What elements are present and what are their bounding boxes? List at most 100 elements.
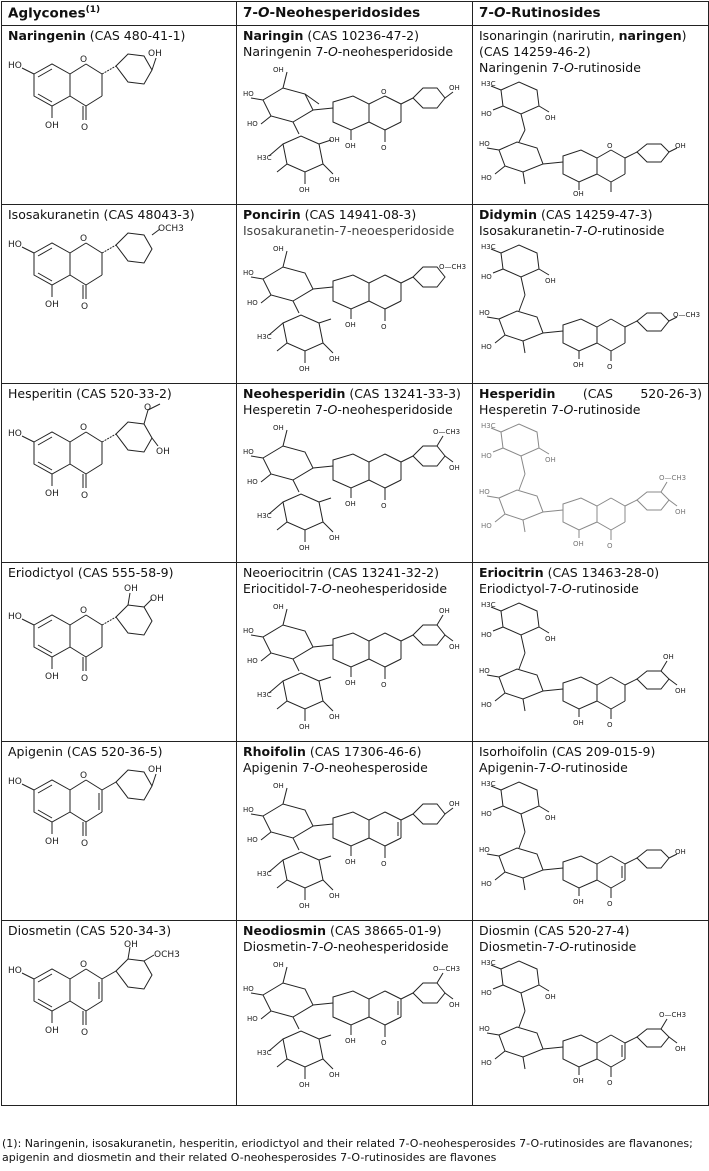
svg-text:OH: OH	[148, 765, 162, 775]
svg-text:HO: HO	[481, 1059, 492, 1067]
flavanone-structure: OH HO O OH O	[8, 49, 162, 133]
svg-text:O: O	[81, 123, 88, 133]
svg-text:OH: OH	[124, 940, 138, 950]
svg-text:OH: OH	[675, 848, 686, 856]
svg-text:OH: OH	[329, 1071, 340, 1079]
svg-text:OH: OH	[545, 814, 556, 822]
neohesperidoside-cell: Neohesperidin (CAS 13241-33-3) Hespereti…	[236, 383, 473, 563]
svg-text:OH: OH	[329, 355, 340, 363]
svg-text:HO: HO	[8, 966, 22, 976]
svg-text:O: O	[81, 491, 88, 501]
svg-text:HO: HO	[247, 836, 258, 844]
flavanone-methoxy-structure: OCH3 HO O OH O	[8, 224, 184, 312]
svg-text:HO: HO	[481, 110, 492, 118]
svg-text:OH: OH	[299, 544, 310, 552]
svg-text:HO: HO	[247, 299, 258, 307]
svg-text:HO: HO	[481, 522, 492, 530]
svg-text:O: O	[607, 1079, 613, 1087]
svg-text:H3C: H3C	[257, 691, 272, 699]
svg-text:O: O	[607, 721, 613, 729]
svg-text:O: O	[80, 606, 87, 616]
svg-text:H3C: H3C	[481, 80, 496, 88]
svg-text:HO: HO	[247, 120, 258, 128]
neohesperidoside-cell: Rhoifolin (CAS 17306-46-6) Apigenin 7-O-…	[236, 741, 473, 921]
header-neohesperidosides: 7-O-Neohesperidosides	[236, 1, 473, 26]
svg-text:HO: HO	[8, 240, 22, 250]
svg-text:OH: OH	[299, 1081, 310, 1089]
svg-text:H3C: H3C	[481, 959, 496, 967]
svg-text:HO: HO	[8, 612, 22, 622]
svg-text:H3C: H3C	[257, 870, 272, 878]
svg-text:OH: OH	[329, 892, 340, 900]
svg-text:OH: OH	[273, 782, 284, 790]
svg-text:OH: OH	[45, 837, 59, 847]
table-row: Hesperitin (CAS 520-33-2) O OH HO O OH O	[1, 383, 709, 563]
svg-text:OH: OH	[329, 534, 340, 542]
svg-text:OH: OH	[345, 1037, 356, 1045]
svg-text:HO: HO	[479, 1025, 490, 1033]
svg-text:OH: OH	[675, 687, 686, 695]
svg-text:OH: OH	[299, 902, 310, 910]
svg-text:O: O	[80, 771, 87, 781]
table-row: Isosakuranetin (CAS 48043-3) OCH3 HO O O…	[1, 204, 709, 384]
svg-text:OH: OH	[449, 1001, 460, 1009]
svg-text:HO: HO	[8, 777, 22, 787]
svg-text:O: O	[381, 502, 387, 510]
svg-text:OH: OH	[573, 361, 584, 369]
svg-text:OH: OH	[545, 114, 556, 122]
svg-text:O: O	[381, 88, 387, 96]
svg-text:OH: OH	[345, 679, 356, 687]
rutinoside-cell: Didymin (CAS 14259-47-3) Isosakuranetin-…	[472, 204, 709, 384]
svg-text:O: O	[81, 1028, 88, 1038]
svg-text:OH: OH	[273, 66, 284, 74]
svg-text:OH: OH	[439, 607, 450, 615]
svg-text:H3C: H3C	[257, 1049, 272, 1057]
svg-text:OH: OH	[45, 489, 59, 499]
flavonoid-table: Aglycones(1) 7-O-Neohesperidosides 7-O-R…	[1, 1, 709, 1106]
svg-text:O: O	[81, 674, 88, 684]
neohesperidoside-cell: Naringin (CAS 10236-47-2) Naringenin 7-O…	[236, 25, 473, 205]
svg-text:HO: HO	[247, 478, 258, 486]
svg-text:OH: OH	[345, 142, 356, 150]
svg-text:O—CH3: O—CH3	[659, 474, 686, 482]
svg-text:HO: HO	[481, 989, 492, 997]
svg-text:OCH3: OCH3	[154, 950, 180, 960]
svg-text:OH: OH	[345, 500, 356, 508]
svg-text:HO: HO	[479, 846, 490, 854]
svg-text:HO: HO	[243, 269, 254, 277]
svg-text:OH: OH	[675, 142, 686, 150]
svg-text:O: O	[607, 363, 613, 371]
svg-text:OH: OH	[545, 993, 556, 1001]
svg-text:H3C: H3C	[257, 512, 272, 520]
svg-text:OH: OH	[124, 584, 138, 594]
svg-text:HO: HO	[243, 90, 254, 98]
apigenin-structure: OH HO O OH O	[8, 765, 162, 849]
table-footnote: (1): Naringenin, isosakuranetin, hesperi…	[2, 1137, 693, 1164]
neohesperidoside-cell: Poncirin (CAS 14941-08-3) Isosakuranetin…	[236, 204, 473, 384]
svg-text:HO: HO	[247, 1015, 258, 1023]
svg-text:O—CH3: O—CH3	[439, 263, 466, 271]
svg-text:HO: HO	[481, 273, 492, 281]
svg-text:OH: OH	[45, 1026, 59, 1036]
svg-text:H3C: H3C	[257, 154, 272, 162]
svg-text:O: O	[381, 681, 387, 689]
svg-text:OH: OH	[545, 456, 556, 464]
svg-text:O—CH3: O—CH3	[433, 965, 460, 973]
svg-text:OH: OH	[449, 800, 460, 808]
svg-text:OH: OH	[148, 49, 162, 59]
svg-text:H3C: H3C	[481, 780, 496, 788]
svg-text:HO: HO	[243, 627, 254, 635]
aglycone-cell: Naringenin (CAS 480-41-1) OH HO O OH O	[1, 25, 237, 205]
svg-text:OH: OH	[449, 84, 460, 92]
svg-text:H3C: H3C	[481, 422, 496, 430]
svg-text:OH: OH	[299, 365, 310, 373]
svg-text:HO: HO	[481, 174, 492, 182]
